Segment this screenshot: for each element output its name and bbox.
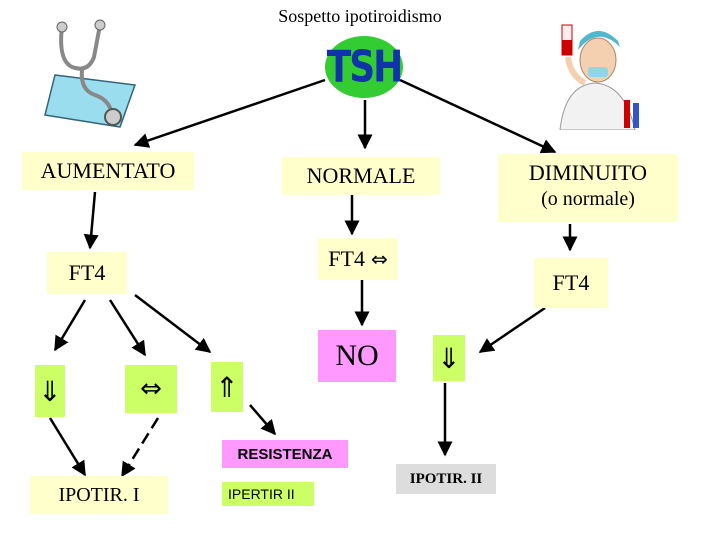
tsh-logo-background — [325, 36, 403, 98]
arrow-ft4-up — [134, 294, 212, 353]
arrow-up-resistenza — [249, 404, 276, 436]
symbol-down-left: ⇓ — [35, 365, 65, 417]
node-ipotir-2: IPOTIR. II — [396, 464, 496, 494]
symbol-up-mid: ⇑ — [211, 362, 243, 412]
tsh-logo: TSH — [326, 42, 404, 92]
node-ft4-right: FT4 — [534, 258, 608, 308]
page-title: Sospetto ipotiroidismo — [278, 6, 442, 26]
node-diminuito-label: DIMINUITO — [528, 160, 648, 185]
node-ipertir-2: IPERTIR II — [222, 482, 314, 506]
lab-technician-clipart-icon — [559, 24, 639, 130]
node-ft4-center: FT4 ⇔ — [318, 238, 398, 280]
node-ipotir-1: IPOTIR. I — [30, 476, 168, 514]
arrow-ft4right-down — [478, 306, 546, 354]
arrow-equal-ipotir1-dashed — [120, 417, 160, 478]
arrow-down-ipotir1 — [48, 417, 87, 477]
arrow-ft4-equal — [108, 299, 147, 357]
arrow-ft4-down — [53, 299, 87, 352]
node-aumentato: AUMENTATO — [22, 152, 194, 190]
node-no: NO — [318, 330, 396, 382]
arrow-tsh-aumentato — [133, 78, 326, 148]
arrow-aumentato-ft4 — [83, 191, 99, 250]
node-ft4-left: FT4 — [47, 252, 127, 294]
symbol-equal-mid: ⇔ — [125, 365, 177, 413]
symbol-down-right: ⇓ — [433, 335, 465, 381]
node-ft4-center-symbol: ⇔ — [370, 247, 388, 271]
node-diminuito-sublabel: (o normale) — [541, 188, 635, 210]
stethoscope-clipart-icon — [44, 19, 137, 128]
node-ft4-center-label: FT4 — [328, 246, 365, 271]
arrow-tsh-diminuito — [399, 78, 557, 154]
node-resistenza: RESISTENZA — [222, 440, 348, 468]
node-diminuito: DIMINUITO (o normale) — [498, 154, 678, 222]
node-normale: NORMALE — [282, 157, 440, 195]
